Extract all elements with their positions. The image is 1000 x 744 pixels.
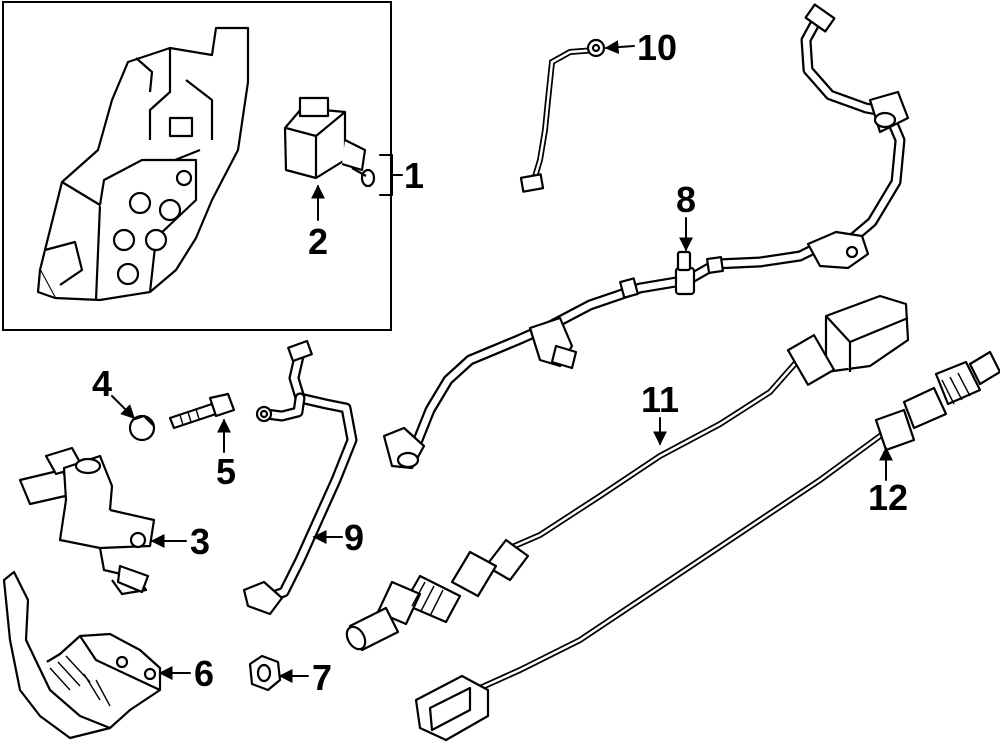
inset-box-assembly: 2 [2,1,392,331]
vacuum-line-part-10 [519,38,606,193]
callout-11: 11 [641,379,679,420]
oxygen-sensor-part-12 [414,350,1000,742]
callout-12: 12 [868,477,908,518]
oxygen-sensor-part-11 [345,294,910,652]
callout-6: 6 [194,653,214,694]
callout-5: 5 [216,451,236,492]
vapor-hose-part-8 [382,3,910,470]
callout-8: 8 [676,179,696,220]
canister-bracket-assembly [36,26,250,302]
callout-2: 2 [308,221,328,262]
bolt-part-5 [168,392,236,430]
heat-shield-part-6 [2,570,162,740]
callout-4: 4 [92,363,112,404]
callout-1: 1 [404,155,424,196]
callout-7: 7 [312,657,332,698]
callout-3: 3 [190,521,210,562]
purge-valve-part-3 [18,446,156,596]
callout-10: 10 [637,27,677,68]
grommet-part-7 [248,654,282,692]
callout-9: 9 [344,517,364,558]
vacuum-tube-part-9 [242,339,358,616]
purge-valve-part-2 [283,96,376,188]
cap-part-4 [128,414,156,442]
